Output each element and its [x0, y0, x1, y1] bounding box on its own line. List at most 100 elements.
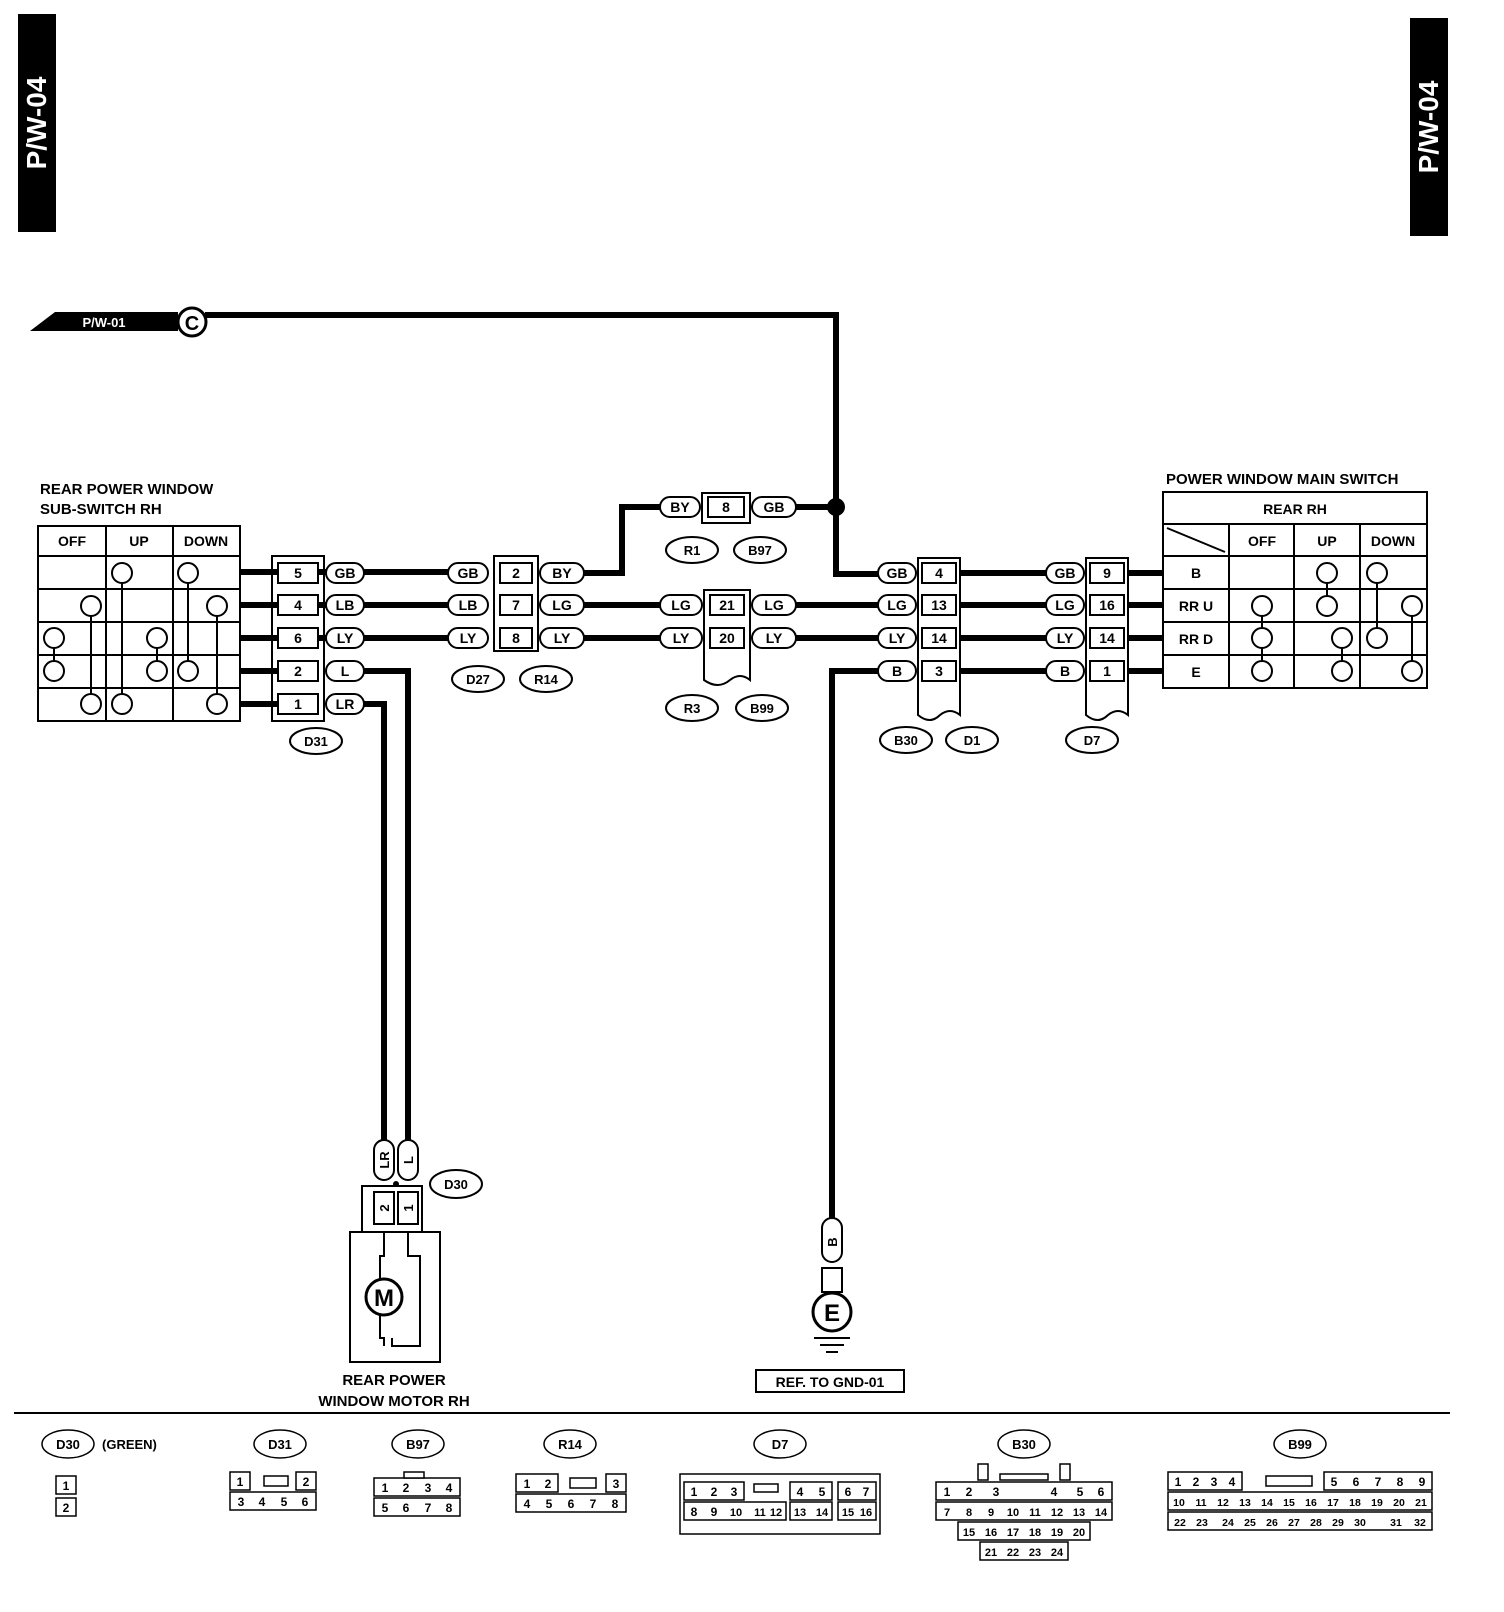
wire-ground	[829, 668, 878, 1218]
view-pin: 1	[1175, 1475, 1182, 1489]
view-pin: 9	[711, 1505, 718, 1519]
view-pin: 19	[1371, 1497, 1383, 1509]
view-pin: 24	[1051, 1547, 1064, 1559]
wire-color-label: GB	[764, 499, 785, 515]
view-pin: 7	[863, 1485, 870, 1499]
b30-code: B30	[894, 733, 918, 748]
view-pin: 4	[797, 1485, 804, 1499]
ground-symbol-letter: E	[824, 1300, 840, 1327]
view-pin: 20	[1073, 1527, 1085, 1539]
view-pin: 15	[963, 1527, 975, 1539]
wire-color-label: LR	[336, 696, 355, 712]
view-pin: 14	[1095, 1507, 1108, 1519]
wire-color-label: LG	[671, 597, 691, 613]
view-pin: 7	[944, 1507, 950, 1519]
view-pin: 16	[1305, 1497, 1317, 1509]
wire-color-label: LY	[766, 630, 783, 646]
connector-pin: 2	[512, 565, 520, 581]
from-ref-label: P/W-01	[82, 315, 125, 330]
wire-color-label: BY	[552, 565, 572, 581]
wire-by	[584, 504, 660, 576]
motor-title-line1: REAR POWER	[342, 1372, 446, 1389]
view-pin: 10	[1173, 1497, 1185, 1509]
view-pin: 19	[1051, 1527, 1063, 1539]
view-pin: 16	[860, 1507, 872, 1519]
view-pin: 3	[238, 1495, 245, 1509]
view-pin: 5	[819, 1485, 826, 1499]
view-pin: 16	[985, 1527, 997, 1539]
view-pin: 10	[1007, 1507, 1019, 1519]
main-switch-title: POWER WINDOW MAIN SWITCH	[1166, 471, 1398, 488]
view-pin: 21	[1415, 1497, 1427, 1509]
connector-view-code: D7	[772, 1437, 789, 1452]
view-pin: 9	[1419, 1475, 1426, 1489]
view-pin: 12	[770, 1507, 782, 1519]
connector-pin: 2	[377, 1204, 392, 1211]
connector-view-code: D30	[56, 1437, 80, 1452]
b97-code: B97	[748, 543, 772, 558]
connector-d31: 5 4 6 2 1 GB LB LY L LR D31	[271, 555, 365, 755]
sub-switch-col-off: OFF	[58, 533, 86, 549]
view-pin: 2	[966, 1485, 973, 1499]
splice-dot	[827, 498, 845, 516]
wire-color-label: LB	[336, 597, 355, 613]
motor-title-line2: WINDOW MOTOR RH	[318, 1393, 469, 1410]
connector-pin: 8	[722, 499, 730, 515]
wire-color-label: LB	[459, 597, 478, 613]
view-pin: 28	[1310, 1517, 1322, 1529]
view-pin: 11	[1029, 1507, 1041, 1519]
wire-color-label: B	[825, 1237, 840, 1246]
connector-d27-r14: GB LB LY 2 7 8 BY LG LY D27 R14	[447, 555, 585, 693]
view-pin: 9	[988, 1507, 994, 1519]
view-pin: 11	[1195, 1497, 1206, 1509]
view-pin: 20	[1393, 1497, 1405, 1509]
view-pin: 1	[524, 1477, 531, 1491]
wire-l-motor	[364, 668, 411, 1140]
r14-code: R14	[534, 672, 559, 687]
d31-pin: 1	[294, 696, 302, 712]
view-pin: 4	[524, 1497, 531, 1511]
view-pin: 17	[1007, 1527, 1019, 1539]
connector-view-code: B30	[1012, 1437, 1036, 1452]
view-pin: 2	[403, 1481, 410, 1495]
wire-color-label: GB	[335, 565, 356, 581]
wire-color-label: LG	[887, 597, 907, 613]
wires	[205, 312, 1163, 1218]
wire-color-label: GB	[458, 565, 479, 581]
view-pin: 15	[1283, 1497, 1295, 1509]
ground-assembly: B E REF. TO GND-01	[755, 1217, 905, 1393]
connector-pin: 4	[935, 565, 943, 581]
view-pin: 2	[1193, 1475, 1200, 1489]
motor-assembly: LR L 2 1 D30 M REAR POWER WINDOW MOTOR R…	[318, 1139, 483, 1410]
wire-color-label: B	[892, 663, 902, 679]
page-tab-left: P/W-04	[18, 14, 56, 232]
view-pin: 8	[446, 1501, 453, 1515]
motor-symbol-letter: M	[374, 1285, 394, 1312]
wire-color-label: LG	[1055, 597, 1075, 613]
view-pin: 2	[303, 1475, 310, 1489]
ground-ref: REF. TO GND-01	[776, 1374, 885, 1390]
view-pin: 7	[590, 1497, 597, 1511]
ground-icon	[811, 1291, 853, 1333]
main-switch-row-e: E	[1191, 664, 1200, 680]
wire-lr-motor	[364, 701, 387, 1140]
wire-color-label: LY	[1057, 630, 1074, 646]
d31-code: D31	[304, 734, 328, 749]
view-pin: 21	[985, 1547, 997, 1559]
connector-pin: 20	[719, 630, 735, 646]
view-pin: 4	[1229, 1475, 1236, 1489]
sub-switch-title-line2: SUB-SWITCH RH	[40, 501, 162, 518]
main-switch: POWER WINDOW MAIN SWITCH REAR RH OFF UP	[1162, 471, 1428, 689]
view-pin: 24	[1222, 1517, 1234, 1529]
wire-color-label: LY	[889, 630, 906, 646]
connector-pin: 14	[931, 630, 947, 646]
d30-code: D30	[444, 1177, 468, 1192]
view-pin: 6	[403, 1501, 410, 1515]
wire-color-label: LG	[552, 597, 572, 613]
view-pin: 8	[612, 1497, 619, 1511]
view-pin: 8	[1397, 1475, 1404, 1489]
wire-color-label: LG	[764, 597, 784, 613]
view-pin: 5	[1331, 1475, 1338, 1489]
view-pin: 1	[691, 1485, 698, 1499]
connector-face-views	[41, 1429, 1433, 1561]
